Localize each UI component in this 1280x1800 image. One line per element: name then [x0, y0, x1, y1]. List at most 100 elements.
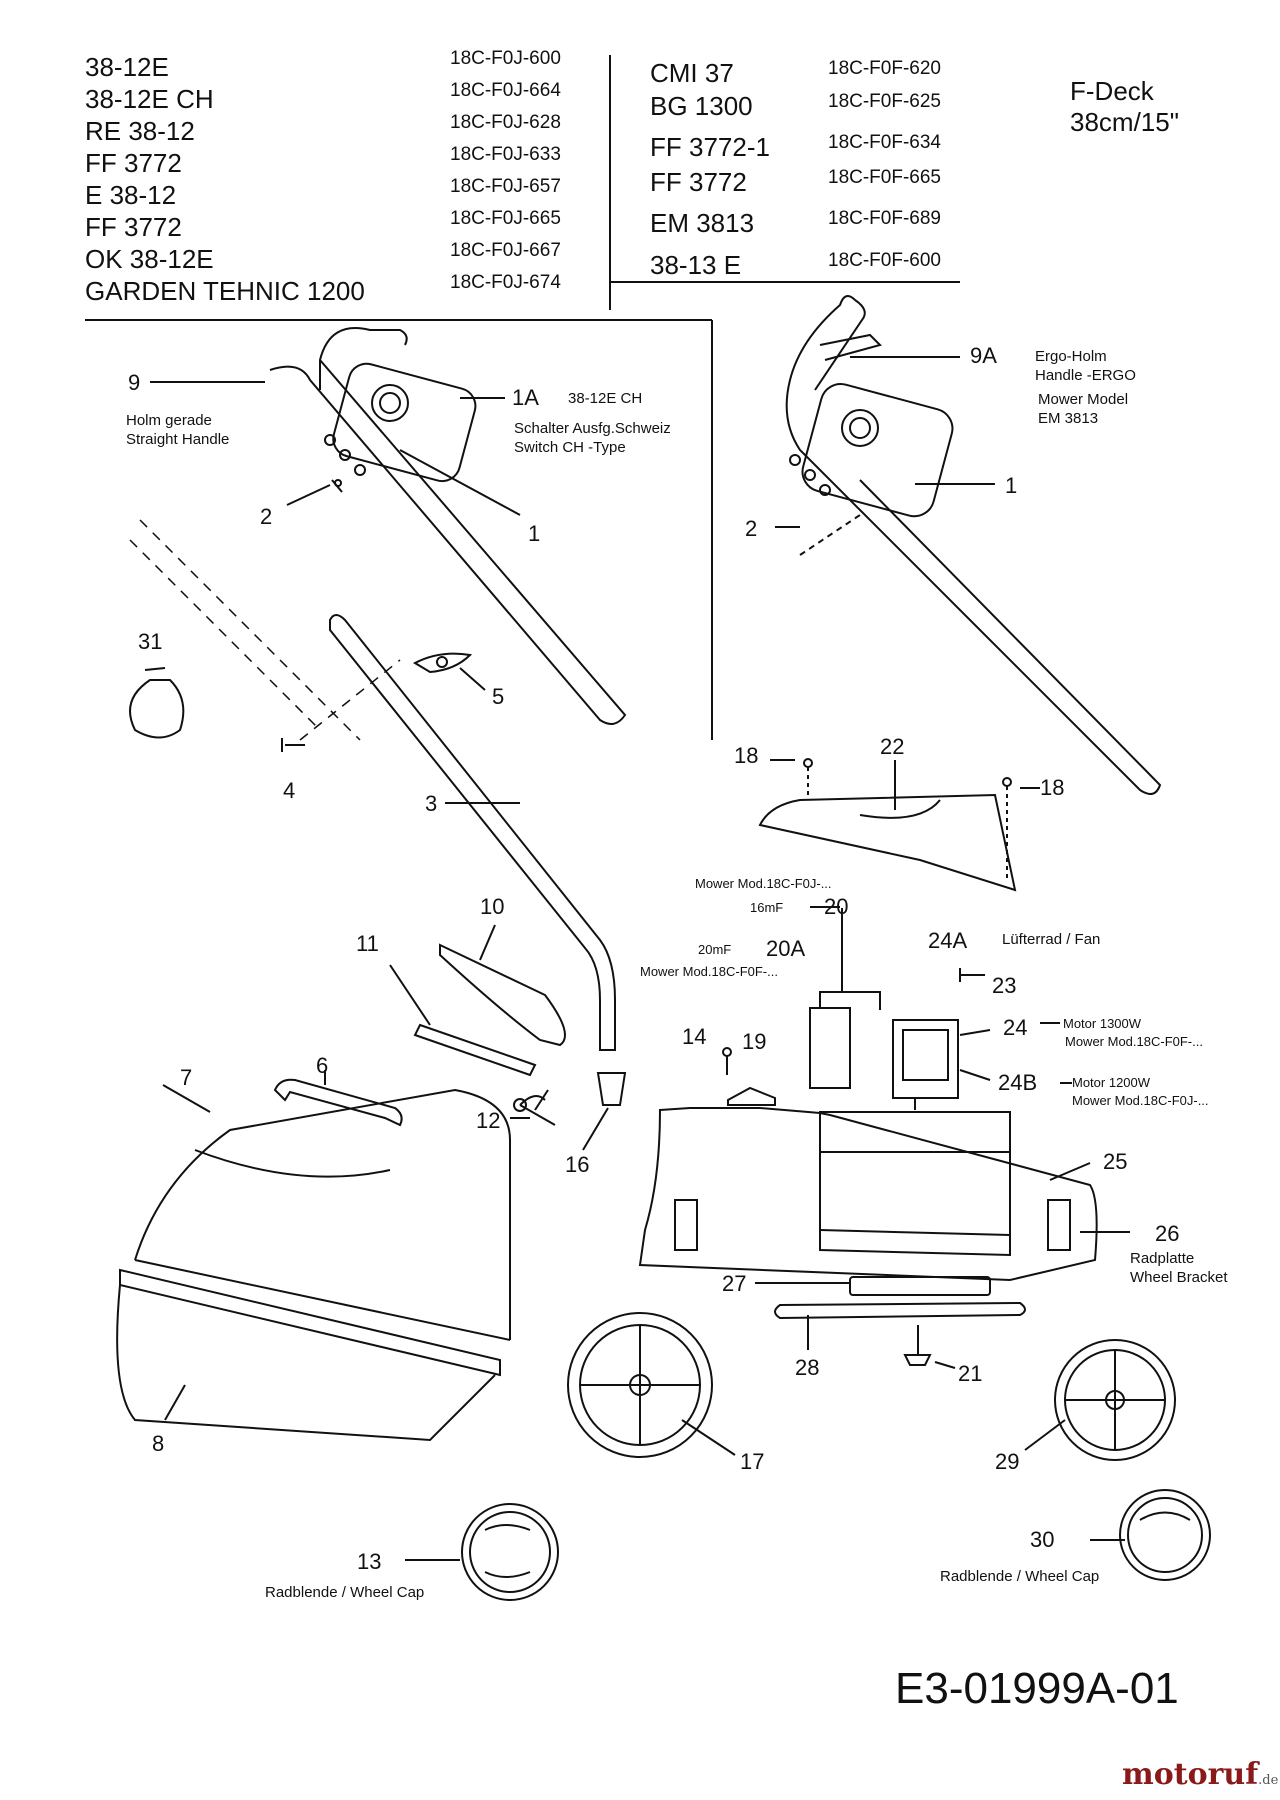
part-number-30: 30 — [1030, 1527, 1055, 1552]
cable-holder — [727, 1086, 776, 1106]
hinge-rod — [413, 1023, 537, 1077]
model-name: E 38-12 — [85, 180, 177, 210]
part-code: 18C-F0F-625 — [828, 91, 941, 112]
part-note: Radblende / Wheel Cap — [940, 1568, 1100, 1585]
part-number-21: 21 — [958, 1361, 983, 1386]
part-code: 18C-F0J-664 — [450, 80, 561, 101]
part-note: Lüfterrad / Fan — [1002, 931, 1101, 948]
part-number-22: 22 — [880, 734, 905, 759]
fan-adapter — [849, 1276, 991, 1296]
model-name: 38-12E CH — [85, 84, 214, 114]
header-separator-lines — [85, 55, 960, 740]
part-code: 18C-F0J-667 — [450, 240, 561, 261]
screw — [722, 1047, 732, 1075]
part-note: Radblende / Wheel Cap — [265, 1584, 425, 1601]
part-number-28: 28 — [795, 1355, 820, 1380]
part-code: 18C-F0F-620 — [828, 58, 941, 79]
part-number-24a: 24A — [928, 928, 968, 953]
model-name: GARDEN TEHNIC 1200 — [85, 276, 365, 306]
leader-line — [286, 484, 331, 506]
drawing-id: E3-01999A-01 — [895, 1664, 1179, 1713]
model-name: FF 3772-1 — [650, 132, 770, 162]
straight-handle — [269, 327, 627, 725]
model-name: FF 3772 — [85, 212, 182, 242]
site-logo[interactable]: motoruf.de — [1122, 1757, 1278, 1792]
part-note: Mower Mod.18C-F0J-... — [1072, 1093, 1209, 1108]
bag-handle — [273, 1078, 403, 1127]
part-number-7: 7 — [180, 1065, 193, 1090]
wheel-cap-left — [461, 1503, 559, 1601]
model-name: RE 38-12 — [85, 116, 195, 146]
part-note: Switch CH -Type — [514, 439, 626, 456]
part-note: 16mF — [750, 900, 784, 915]
logo-tld: .de — [1258, 1773, 1279, 1788]
part-number-5: 5 — [492, 684, 505, 709]
leader-line — [681, 1419, 736, 1456]
clip-spring — [513, 1089, 556, 1126]
part-code: 18C-F0J-665 — [450, 208, 561, 229]
part-note: Motor 1300W — [1063, 1016, 1142, 1031]
model-name: BG 1300 — [650, 91, 753, 121]
model-name: EM 3813 — [650, 208, 755, 238]
part-code: 18C-F0J-657 — [450, 176, 561, 197]
part-number-1: 1 — [528, 521, 541, 546]
part-note: 38-12E CH — [568, 390, 643, 407]
part-note: Schalter Ausfg.Schweiz — [514, 420, 671, 437]
part-note: Radplatte — [1130, 1250, 1195, 1267]
leader-line — [1024, 1419, 1066, 1451]
screw — [959, 968, 985, 982]
part-number-23: 23 — [992, 973, 1017, 998]
part-number-20a: 20A — [766, 936, 806, 961]
assembly-dashes — [129, 519, 401, 741]
part-number-27: 27 — [722, 1271, 747, 1296]
grass-catcher — [116, 1088, 511, 1442]
part-number-19: 19 — [742, 1029, 767, 1054]
part-number-25: 25 — [1103, 1149, 1128, 1174]
deck-label-line1: F-Deck — [1070, 76, 1154, 106]
leader-line — [582, 1107, 609, 1151]
mower-deck — [638, 1107, 1098, 1282]
capacitor — [809, 908, 881, 1089]
part-number-16: 16 — [565, 1152, 590, 1177]
part-number-13: 13 — [357, 1549, 382, 1574]
part-code: 18C-F0J-628 — [450, 112, 561, 133]
motor-bracket — [892, 1019, 959, 1110]
part-number-12: 12 — [476, 1108, 501, 1133]
part-note: Motor 1200W — [1072, 1075, 1151, 1090]
leader-line — [479, 924, 496, 961]
part-note: EM 3813 — [1038, 410, 1099, 427]
part-note: Mower Mod.18C-F0F-... — [640, 964, 778, 979]
part-note: Ergo-Holm — [1035, 348, 1107, 365]
part-number-10: 10 — [480, 894, 505, 919]
part-code: 18C-F0F-689 — [828, 208, 941, 229]
part-number-1a: 1A — [512, 385, 539, 410]
deck-label-line2: 38cm/15" — [1070, 107, 1179, 137]
part-number-9a: 9A — [970, 343, 997, 368]
part-number-14: 14 — [682, 1024, 707, 1049]
leader-line — [959, 1069, 991, 1081]
part-note: Mower Mod.18C-F0J-... — [695, 876, 832, 891]
model-name: OK 38-12E — [85, 244, 214, 274]
part-note: Handle -ERGO — [1035, 367, 1136, 384]
wheel-cap-right — [1119, 1489, 1211, 1581]
model-name: FF 3772 — [650, 167, 747, 197]
leader-line — [389, 964, 431, 1026]
handle-sleeve — [596, 1072, 627, 1106]
part-number-17: 17 — [740, 1449, 765, 1474]
top-cover — [758, 793, 1017, 892]
part-note: Holm gerade — [126, 412, 212, 429]
part-note: Wheel Bracket — [1130, 1269, 1228, 1286]
front-wheel — [1054, 1339, 1176, 1461]
part-number-11: 11 — [356, 931, 379, 956]
rear-wheel — [567, 1312, 713, 1458]
screw — [803, 758, 813, 800]
part-number-24b: 24B — [998, 1070, 1038, 1095]
part-number-8: 8 — [152, 1431, 165, 1456]
logo-name: motoruf — [1122, 1757, 1259, 1792]
part-number-29: 29 — [995, 1449, 1020, 1474]
part-number-1-ergo: 1 — [1005, 473, 1018, 498]
part-code: 18C-F0J-600 — [450, 48, 561, 69]
part-number-20: 20 — [824, 894, 849, 919]
mulch-flap — [439, 943, 566, 1047]
